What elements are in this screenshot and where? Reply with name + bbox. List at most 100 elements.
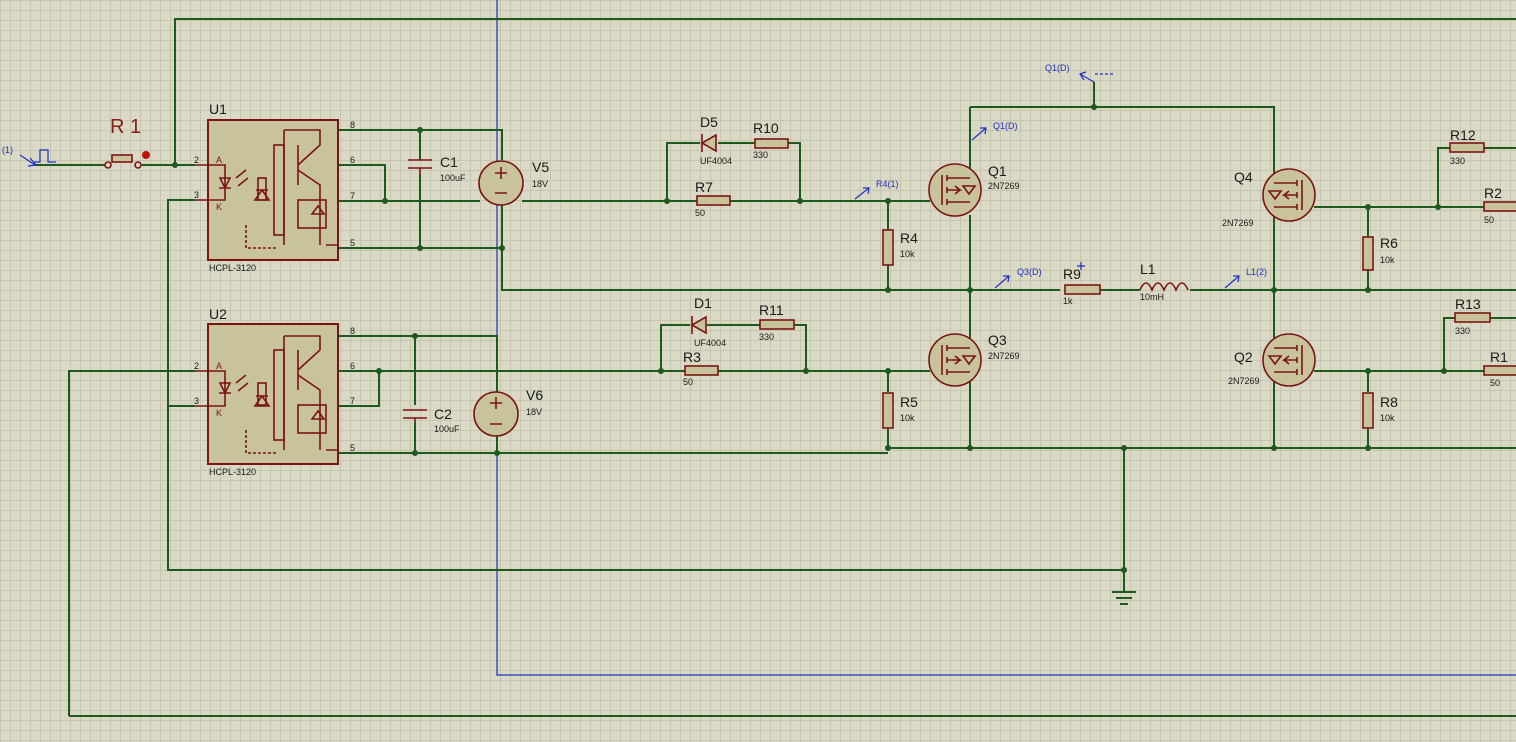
u2-pin-7: 7: [350, 396, 355, 406]
u2-pin-2: 2: [194, 361, 199, 371]
r4-value: 10k: [900, 249, 915, 259]
r1-ref: R1: [1490, 349, 1508, 365]
u1-pin-2: 2: [194, 155, 199, 165]
r11-ref: R11: [759, 302, 784, 318]
r13-resistor[interactable]: R13 330: [1454, 296, 1491, 336]
r13-ref: R13: [1455, 296, 1481, 312]
u1-optocoupler[interactable]: A K 2 3 8 6 7 5 U1 HCPL-3120: [194, 101, 355, 273]
q4-value: 2N7269: [1222, 218, 1254, 228]
d5-value: UF4004: [700, 156, 732, 166]
r12-ref: R12: [1450, 127, 1476, 143]
d1-ref: D1: [694, 295, 712, 311]
c1-ref: C1: [440, 154, 458, 170]
r10-resistor[interactable]: R10 330: [753, 120, 789, 160]
r1-resistor[interactable]: R1 50: [1483, 349, 1516, 388]
q1-ref: Q1: [988, 163, 1007, 179]
r5-resistor[interactable]: R5 10k: [882, 392, 918, 429]
r4-ref: R4: [900, 230, 918, 246]
u2-pin-3: 3: [194, 396, 199, 406]
probe-l1-label: L1(2): [1246, 267, 1267, 277]
d5-diode[interactable]: D5 UF4004: [700, 114, 732, 166]
r6-ref: R6: [1380, 235, 1398, 251]
q3-value: 2N7269: [988, 351, 1020, 361]
probe-q3d[interactable]: Q3(D): [994, 267, 1042, 289]
r11-resistor[interactable]: R11 330: [759, 302, 795, 342]
generator-label: (1): [2, 145, 13, 155]
c1-value: 100uF: [440, 173, 466, 183]
r1-value: 50: [1490, 378, 1500, 388]
r11-value: 330: [759, 332, 774, 342]
u2-ref: U2: [209, 306, 227, 322]
probe-r4[interactable]: R4(1): [854, 179, 899, 200]
q2-ref: Q2: [1234, 349, 1253, 365]
r10-ref: R10: [753, 120, 779, 136]
u1-pin-k: K: [216, 202, 222, 212]
r1-switch-label: R 1: [110, 116, 141, 138]
pulse-generator[interactable]: (1): [2, 145, 56, 167]
probe-q3d-label: Q3(D): [1017, 267, 1042, 277]
r7-ref: R7: [695, 179, 713, 195]
r5-ref: R5: [900, 394, 918, 410]
probe-l1[interactable]: L1(2): [1224, 267, 1267, 289]
c2-ref: C2: [434, 406, 452, 422]
u2-pin-k: K: [216, 408, 222, 418]
l1-inductor[interactable]: L1 10mH: [1139, 261, 1189, 302]
q2-mosfet[interactable]: Q2 2N7269: [1228, 333, 1316, 387]
r2-resistor[interactable]: R2 50: [1483, 185, 1516, 225]
probe-q1d-top-label: Q1(D): [1045, 63, 1070, 73]
u2-pin-a: A: [216, 361, 222, 371]
q1-mosfet[interactable]: Q1 2N7269: [928, 163, 1020, 217]
wires: [35, 18, 1516, 717]
q4-mosfet[interactable]: Q4 2N7269: [1222, 168, 1316, 228]
c2-capacitor[interactable]: C2 100uF: [403, 406, 460, 434]
v5-ref: V5: [532, 159, 549, 175]
q3-mosfet[interactable]: Q3 2N7269: [928, 332, 1020, 387]
r9-ref: R9: [1063, 266, 1081, 282]
u1-pin-5: 5: [350, 238, 355, 248]
u2-pin-5: 5: [350, 443, 355, 453]
v5-source[interactable]: V5 18V: [478, 159, 549, 206]
r9-resistor[interactable]: R9 1k: [1063, 262, 1101, 306]
q3-ref: Q3: [988, 332, 1007, 348]
v6-value: 18V: [526, 407, 542, 417]
probe-q1d-top[interactable]: Q1(D): [1045, 63, 1114, 83]
d5-ref: D5: [700, 114, 718, 130]
c1-capacitor[interactable]: C1 100uF: [408, 154, 466, 183]
q2-value: 2N7269: [1228, 376, 1260, 386]
r7-value: 50: [695, 208, 705, 218]
q4-ref: Q4: [1234, 169, 1253, 185]
u1-pin-a: A: [216, 155, 222, 165]
r2-value: 50: [1484, 215, 1494, 225]
l1-value: 10mH: [1140, 292, 1164, 302]
r7-resistor[interactable]: R7 50: [695, 179, 731, 218]
r8-resistor[interactable]: R8 10k: [1362, 392, 1398, 429]
blue-wires: [496, 0, 1516, 676]
r3-ref: R3: [683, 349, 701, 365]
junctions: [172, 104, 1447, 573]
u1-pin-7: 7: [350, 191, 355, 201]
r10-value: 330: [753, 150, 768, 160]
u2-optocoupler[interactable]: A K 2 3 8 6 7 5 U2 HCPL-3120: [194, 306, 355, 477]
r8-value: 10k: [1380, 413, 1395, 423]
q1-value: 2N7269: [988, 181, 1020, 191]
v6-ref: V6: [526, 387, 543, 403]
u1-ref: U1: [209, 101, 227, 117]
r1-switch[interactable]: R 1: [104, 116, 150, 169]
u2-value: HCPL-3120: [209, 467, 256, 477]
r2-ref: R2: [1484, 185, 1502, 201]
probe-q1d[interactable]: Q1(D): [971, 121, 1018, 141]
v6-source[interactable]: V6 18V: [473, 387, 543, 437]
l1-ref: L1: [1140, 261, 1156, 277]
r6-resistor[interactable]: R6 10k: [1362, 235, 1398, 271]
d1-diode[interactable]: D1 UF4004: [690, 295, 726, 348]
r3-resistor[interactable]: R3 50: [683, 349, 719, 387]
u1-pin-6: 6: [350, 155, 355, 165]
r4-resistor[interactable]: R4 10k: [882, 229, 918, 266]
r8-ref: R8: [1380, 394, 1398, 410]
probe-q1d-label: Q1(D): [993, 121, 1018, 131]
u1-pin-3: 3: [194, 190, 199, 200]
r5-value: 10k: [900, 413, 915, 423]
d1-value: UF4004: [694, 338, 726, 348]
r12-resistor[interactable]: R12 330: [1449, 127, 1485, 166]
u1-pin-8: 8: [350, 120, 355, 130]
